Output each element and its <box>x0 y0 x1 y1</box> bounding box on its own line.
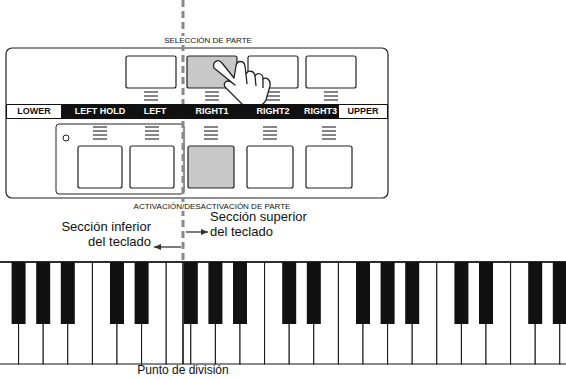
onoff-buttons <box>78 146 352 188</box>
left-group-outline <box>56 124 184 194</box>
left-arrow <box>154 246 181 247</box>
section-label: Sección inferior del teclado <box>47 220 151 250</box>
part-name: LOWER <box>17 106 51 117</box>
indicator-lines <box>93 127 336 139</box>
split-line <box>182 262 184 364</box>
keyboard <box>0 262 566 364</box>
part-name: LEFT <box>144 106 167 117</box>
hand-icon <box>214 61 271 108</box>
led <box>63 135 69 141</box>
panel-outline <box>6 48 388 198</box>
part-name-band: LEFT HOLD LEFT RIGHT1 RIGHT2 RIGHT3 <box>62 104 338 119</box>
part-name: RIGHT3 <box>304 106 337 117</box>
section-box: LOWER <box>6 104 62 119</box>
part-name: UPPER <box>347 106 378 117</box>
panel-label: SELECCIÓN DE PARTE <box>162 36 254 45</box>
part-name: LEFT HOLD <box>75 106 126 117</box>
split-label: Punto de división <box>137 364 228 378</box>
section-box: UPPER <box>338 104 388 119</box>
section-label: Sección superior del teclado <box>210 210 314 240</box>
part-name: RIGHT1 <box>195 106 228 117</box>
right-arrow <box>186 231 208 232</box>
part-name: RIGHT2 <box>256 106 289 117</box>
